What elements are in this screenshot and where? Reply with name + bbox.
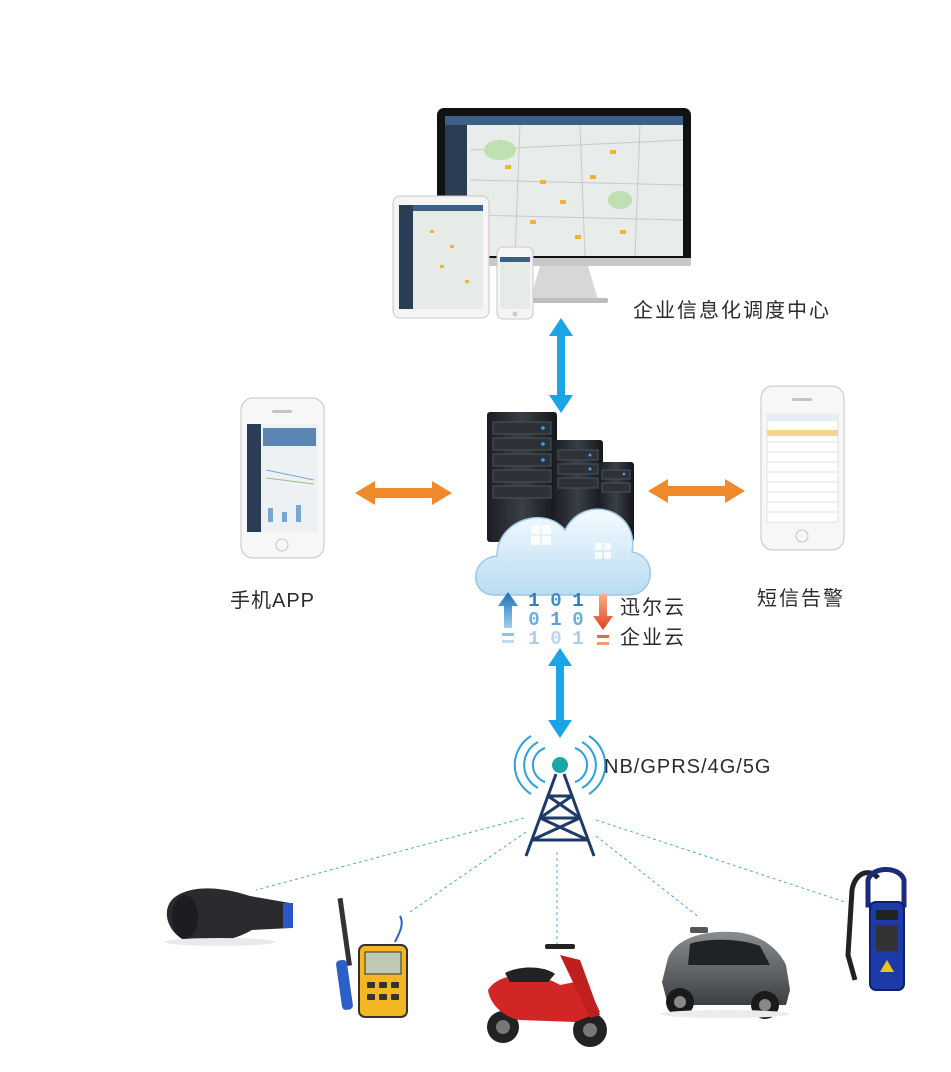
scooter-icon [487,944,607,1047]
sms-phone-icon [760,385,845,551]
signal-lines [255,817,846,945]
cloud-label-line1: 迅尔云 [620,595,686,619]
car-icon [660,927,790,1019]
cloud-label: 迅尔云 企业云 [620,592,686,652]
upload-arrow-icon [498,592,518,643]
binary-digit: 1 [550,609,562,631]
binary-digit: 1 [528,590,540,612]
mobile-app-label: 手机APP [230,590,316,612]
network-label: NB/GPRS/4G/5G [604,756,772,778]
cloud-label-line2: 企业云 [620,625,686,649]
cloud-icon [475,508,651,596]
thermometer-icon [336,897,408,1018]
binary-digit: 1 [572,590,584,612]
sms-alarm-label: 短信告警 [757,586,845,610]
binary-digit: 1 [528,628,540,650]
center-bottom-double-arrow [548,648,572,738]
center-top-double-arrow [549,318,573,413]
binary-digit: 0 [572,609,584,631]
binary-digit: 0 [550,590,562,612]
gas-detector-icon [165,888,293,946]
phone-icon [240,397,325,559]
monitor-icon [437,108,691,303]
binary-digit: 0 [550,628,562,650]
binary-digit: 1 [572,628,584,650]
left-double-arrow [355,481,452,505]
dispatch-center-label: 企业信息化调度中心 [633,298,831,322]
small-phone-icon [496,246,534,320]
tower-icon [513,735,607,857]
binary-digits: 1 0 1 0 1 0 1 0 1 [524,592,588,649]
right-double-arrow [648,479,745,503]
tablet-icon [392,195,490,319]
leak-detector-icon [845,867,907,991]
download-arrow-icon [593,594,613,645]
binary-digit: 0 [528,609,540,631]
